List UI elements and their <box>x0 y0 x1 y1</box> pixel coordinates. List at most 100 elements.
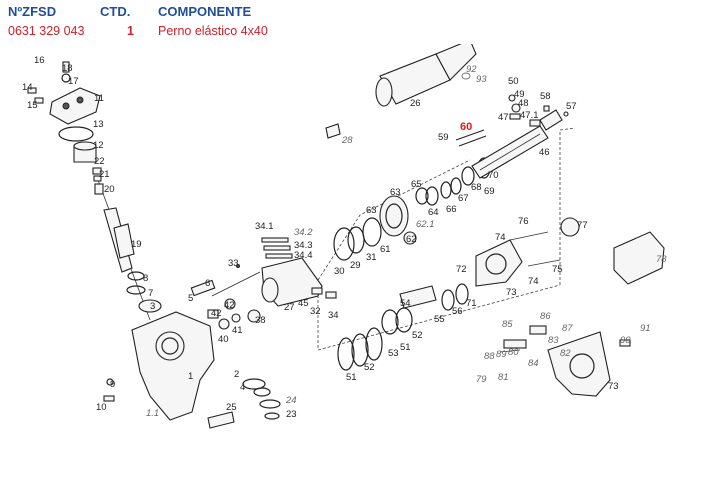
label-70[interactable]: 70 <box>488 170 499 181</box>
label-34-3[interactable]: 34.3 <box>294 240 313 251</box>
label-73b[interactable]: 73 <box>608 381 619 392</box>
label-61[interactable]: 61 <box>380 244 391 255</box>
label-80[interactable]: 80 <box>508 347 519 358</box>
label-66[interactable]: 66 <box>446 204 457 215</box>
label-1-1[interactable]: 1.1 <box>146 408 159 419</box>
label-89[interactable]: 89 <box>496 349 507 360</box>
label-85[interactable]: 85 <box>502 319 513 330</box>
label-53[interactable]: 53 <box>388 348 399 359</box>
label-24[interactable]: 24 <box>285 395 297 406</box>
label-9[interactable]: 9 <box>110 379 115 390</box>
label-56[interactable]: 56 <box>452 306 463 317</box>
label-41[interactable]: 41 <box>232 325 243 336</box>
label-26[interactable]: 26 <box>410 98 421 109</box>
label-73[interactable]: 73 <box>506 287 517 298</box>
label-1[interactable]: 1 <box>188 371 193 382</box>
label-55[interactable]: 55 <box>434 314 445 325</box>
label-34-1[interactable]: 34.1 <box>255 221 274 232</box>
label-47-1[interactable]: 47.1 <box>520 110 539 121</box>
label-81[interactable]: 81 <box>498 372 509 383</box>
label-38[interactable]: 38 <box>255 315 266 326</box>
ref-value[interactable]: 0631 329 043 <box>8 24 85 38</box>
label-84[interactable]: 84 <box>528 358 539 369</box>
label-52[interactable]: 52 <box>412 330 423 341</box>
label-62[interactable]: 62 <box>406 234 417 245</box>
label-74b[interactable]: 74 <box>528 276 539 287</box>
label-6[interactable]: 6 <box>205 278 210 289</box>
label-47[interactable]: 47 <box>498 112 509 123</box>
label-34-4[interactable]: 34.4 <box>294 250 313 261</box>
label-63[interactable]: 63 <box>390 187 401 198</box>
label-3[interactable]: 3 <box>150 301 155 312</box>
label-40[interactable]: 40 <box>218 334 229 345</box>
label-20[interactable]: 20 <box>104 184 115 195</box>
label-5[interactable]: 5 <box>188 293 193 304</box>
label-32[interactable]: 32 <box>310 306 321 317</box>
label-83[interactable]: 83 <box>548 335 559 346</box>
label-46[interactable]: 46 <box>539 147 550 158</box>
label-77[interactable]: 77 <box>577 220 588 231</box>
label-42[interactable]: 42 <box>224 300 235 311</box>
label-88[interactable]: 88 <box>484 351 495 362</box>
label-51b[interactable]: 51 <box>346 372 357 383</box>
label-12[interactable]: 12 <box>93 140 104 151</box>
label-34-2[interactable]: 34.2 <box>294 227 313 238</box>
label-13[interactable]: 13 <box>93 119 104 130</box>
component-value[interactable]: Perno elástico 4x40 <box>158 24 268 38</box>
label-87[interactable]: 87 <box>562 323 573 334</box>
label-48[interactable]: 48 <box>518 98 529 109</box>
label-93[interactable]: 93 <box>476 74 487 85</box>
label-57[interactable]: 57 <box>566 101 577 112</box>
label-91[interactable]: 91 <box>640 323 651 334</box>
label-68[interactable]: 68 <box>471 182 482 193</box>
label-16[interactable]: 16 <box>34 55 45 66</box>
label-30[interactable]: 30 <box>334 266 345 277</box>
label-31[interactable]: 31 <box>366 252 377 263</box>
label-15[interactable]: 15 <box>27 100 38 111</box>
label-92[interactable]: 92 <box>466 64 477 75</box>
label-58[interactable]: 58 <box>540 91 551 102</box>
label-10[interactable]: 10 <box>96 402 107 413</box>
label-75[interactable]: 75 <box>552 264 563 275</box>
label-90[interactable]: 90 <box>620 335 631 346</box>
label-72[interactable]: 72 <box>456 264 467 275</box>
label-34[interactable]: 34 <box>328 310 339 321</box>
label-33[interactable]: 33 <box>228 258 239 269</box>
label-42b[interactable]: 42 <box>211 308 222 319</box>
label-86[interactable]: 86 <box>540 311 551 322</box>
label-54[interactable]: 54 <box>400 298 411 309</box>
label-25[interactable]: 25 <box>226 402 237 413</box>
label-21[interactable]: 21 <box>99 169 110 180</box>
label-4[interactable]: 4 <box>240 382 245 393</box>
label-11[interactable]: 11 <box>94 93 104 104</box>
label-82[interactable]: 82 <box>560 348 571 359</box>
label-18[interactable]: 18 <box>62 63 73 74</box>
label-45[interactable]: 45 <box>298 298 309 309</box>
label-51[interactable]: 51 <box>400 342 411 353</box>
label-76[interactable]: 76 <box>518 216 529 227</box>
label-22[interactable]: 22 <box>94 156 105 167</box>
label-74[interactable]: 74 <box>495 232 506 243</box>
label-23[interactable]: 23 <box>286 409 297 420</box>
label-67[interactable]: 67 <box>458 193 469 204</box>
elastic-pin-part[interactable] <box>455 129 485 141</box>
label-28[interactable]: 28 <box>341 135 353 146</box>
label-49[interactable]: 49 <box>514 89 525 100</box>
label-79[interactable]: 79 <box>476 374 487 385</box>
label-65[interactable]: 65 <box>411 179 422 190</box>
label-63b[interactable]: 63 <box>366 205 377 216</box>
label-7[interactable]: 7 <box>148 288 153 299</box>
label-19[interactable]: 19 <box>131 239 142 250</box>
label-78[interactable]: 78 <box>656 254 667 265</box>
label-71[interactable]: 71 <box>466 298 477 309</box>
label-69[interactable]: 69 <box>484 186 495 197</box>
label-17[interactable]: 17 <box>68 76 79 87</box>
label-50[interactable]: 50 <box>508 76 519 87</box>
label-60-highlight[interactable]: 60 <box>460 121 472 133</box>
label-29[interactable]: 29 <box>350 260 361 271</box>
label-27[interactable]: 27 <box>284 302 295 313</box>
label-59[interactable]: 59 <box>438 132 449 143</box>
label-64[interactable]: 64 <box>428 207 439 218</box>
label-62-1[interactable]: 62.1 <box>416 219 435 230</box>
label-8[interactable]: 8 <box>143 273 148 284</box>
